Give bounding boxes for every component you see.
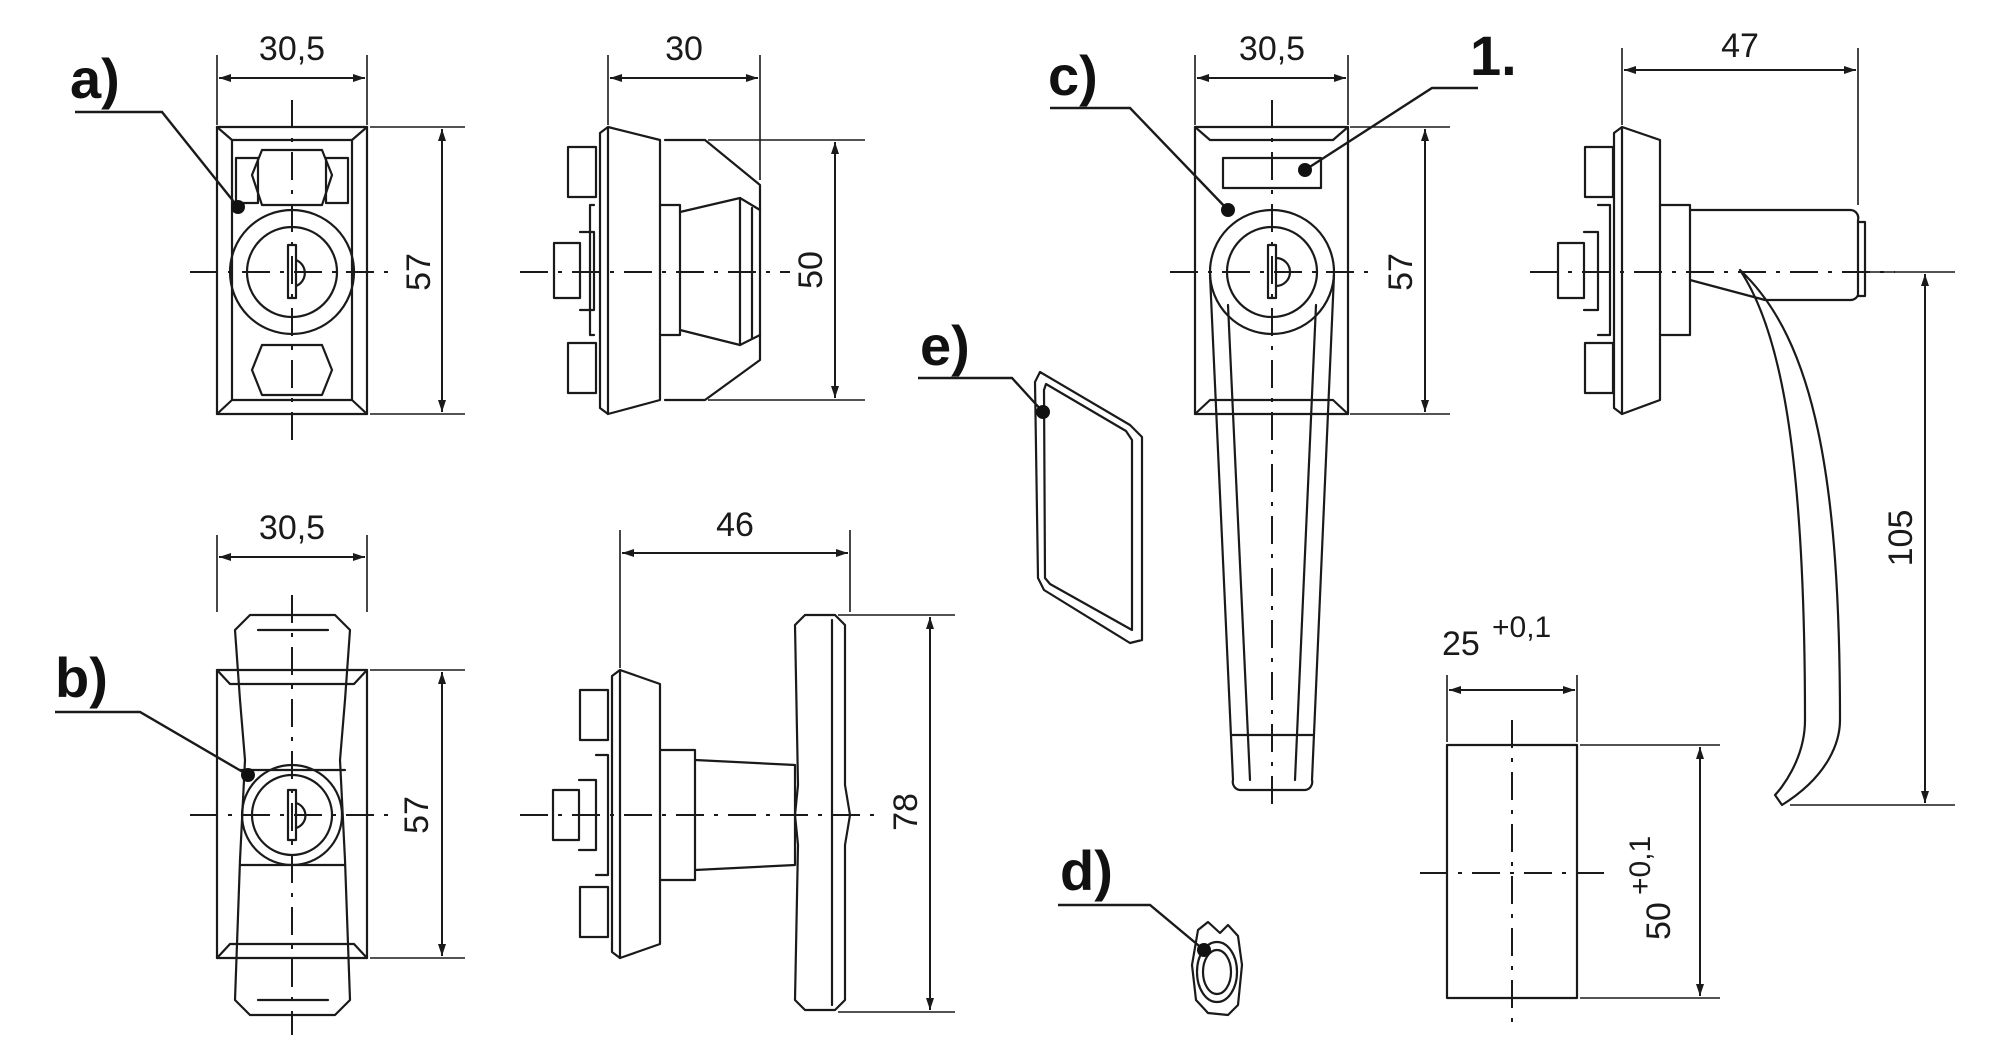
view-c-front bbox=[1170, 100, 1370, 805]
dim-a-width: 30,5 bbox=[259, 30, 325, 68]
dim-cutout-width: 25 bbox=[1442, 625, 1480, 663]
view-b-side bbox=[520, 613, 880, 1012]
label-a: a) bbox=[70, 47, 120, 110]
panel-cutout bbox=[1420, 720, 1605, 1032]
view-b-front bbox=[190, 595, 395, 1035]
dim-cutout-height-tol: +0,1 bbox=[1624, 836, 1657, 895]
label-d: d) bbox=[1060, 839, 1113, 902]
dim-a-side-width: 30 bbox=[665, 30, 703, 68]
view-b-side-dimensions: 46 78 bbox=[619, 506, 955, 1013]
dim-c-height: 57 bbox=[1382, 253, 1420, 291]
leaders bbox=[55, 86, 1478, 957]
cutout-dimensions: 25 +0,1 50 +0,1 bbox=[1442, 611, 1720, 999]
label-c: c) bbox=[1048, 44, 1098, 107]
view-b-dimensions: 30,5 57 bbox=[216, 509, 465, 959]
dim-c-width: 30,5 bbox=[1239, 30, 1305, 68]
dim-b-width: 30,5 bbox=[259, 509, 325, 547]
dim-c-side-width: 47 bbox=[1721, 27, 1759, 65]
view-a-dimensions: 30,5 57 bbox=[216, 30, 465, 415]
dim-b-side-height: 78 bbox=[887, 793, 925, 831]
view-c-side bbox=[1530, 125, 1895, 807]
view-a-side-dimensions: 30 50 bbox=[607, 30, 865, 401]
view-a-side bbox=[520, 125, 790, 416]
view-c-dimensions: 30,5 57 bbox=[1194, 30, 1450, 415]
dim-c-side-height: 105 bbox=[1882, 510, 1920, 567]
dim-b-side-width: 46 bbox=[716, 506, 754, 544]
label-note-1: 1. bbox=[1470, 24, 1517, 87]
view-c-side-dimensions: 47 105 bbox=[1621, 27, 1955, 806]
dim-a-height: 57 bbox=[400, 253, 438, 291]
dim-a-side-height: 50 bbox=[792, 251, 830, 289]
view-a-front bbox=[190, 100, 395, 440]
label-b: b) bbox=[55, 646, 108, 709]
dim-cutout-width-tol: +0,1 bbox=[1492, 611, 1551, 644]
gasket-e bbox=[1033, 370, 1144, 645]
dim-cutout-height: 50 bbox=[1640, 902, 1678, 940]
dim-b-height: 57 bbox=[398, 796, 436, 834]
key-d bbox=[1190, 920, 1244, 1017]
label-e: e) bbox=[920, 314, 970, 377]
